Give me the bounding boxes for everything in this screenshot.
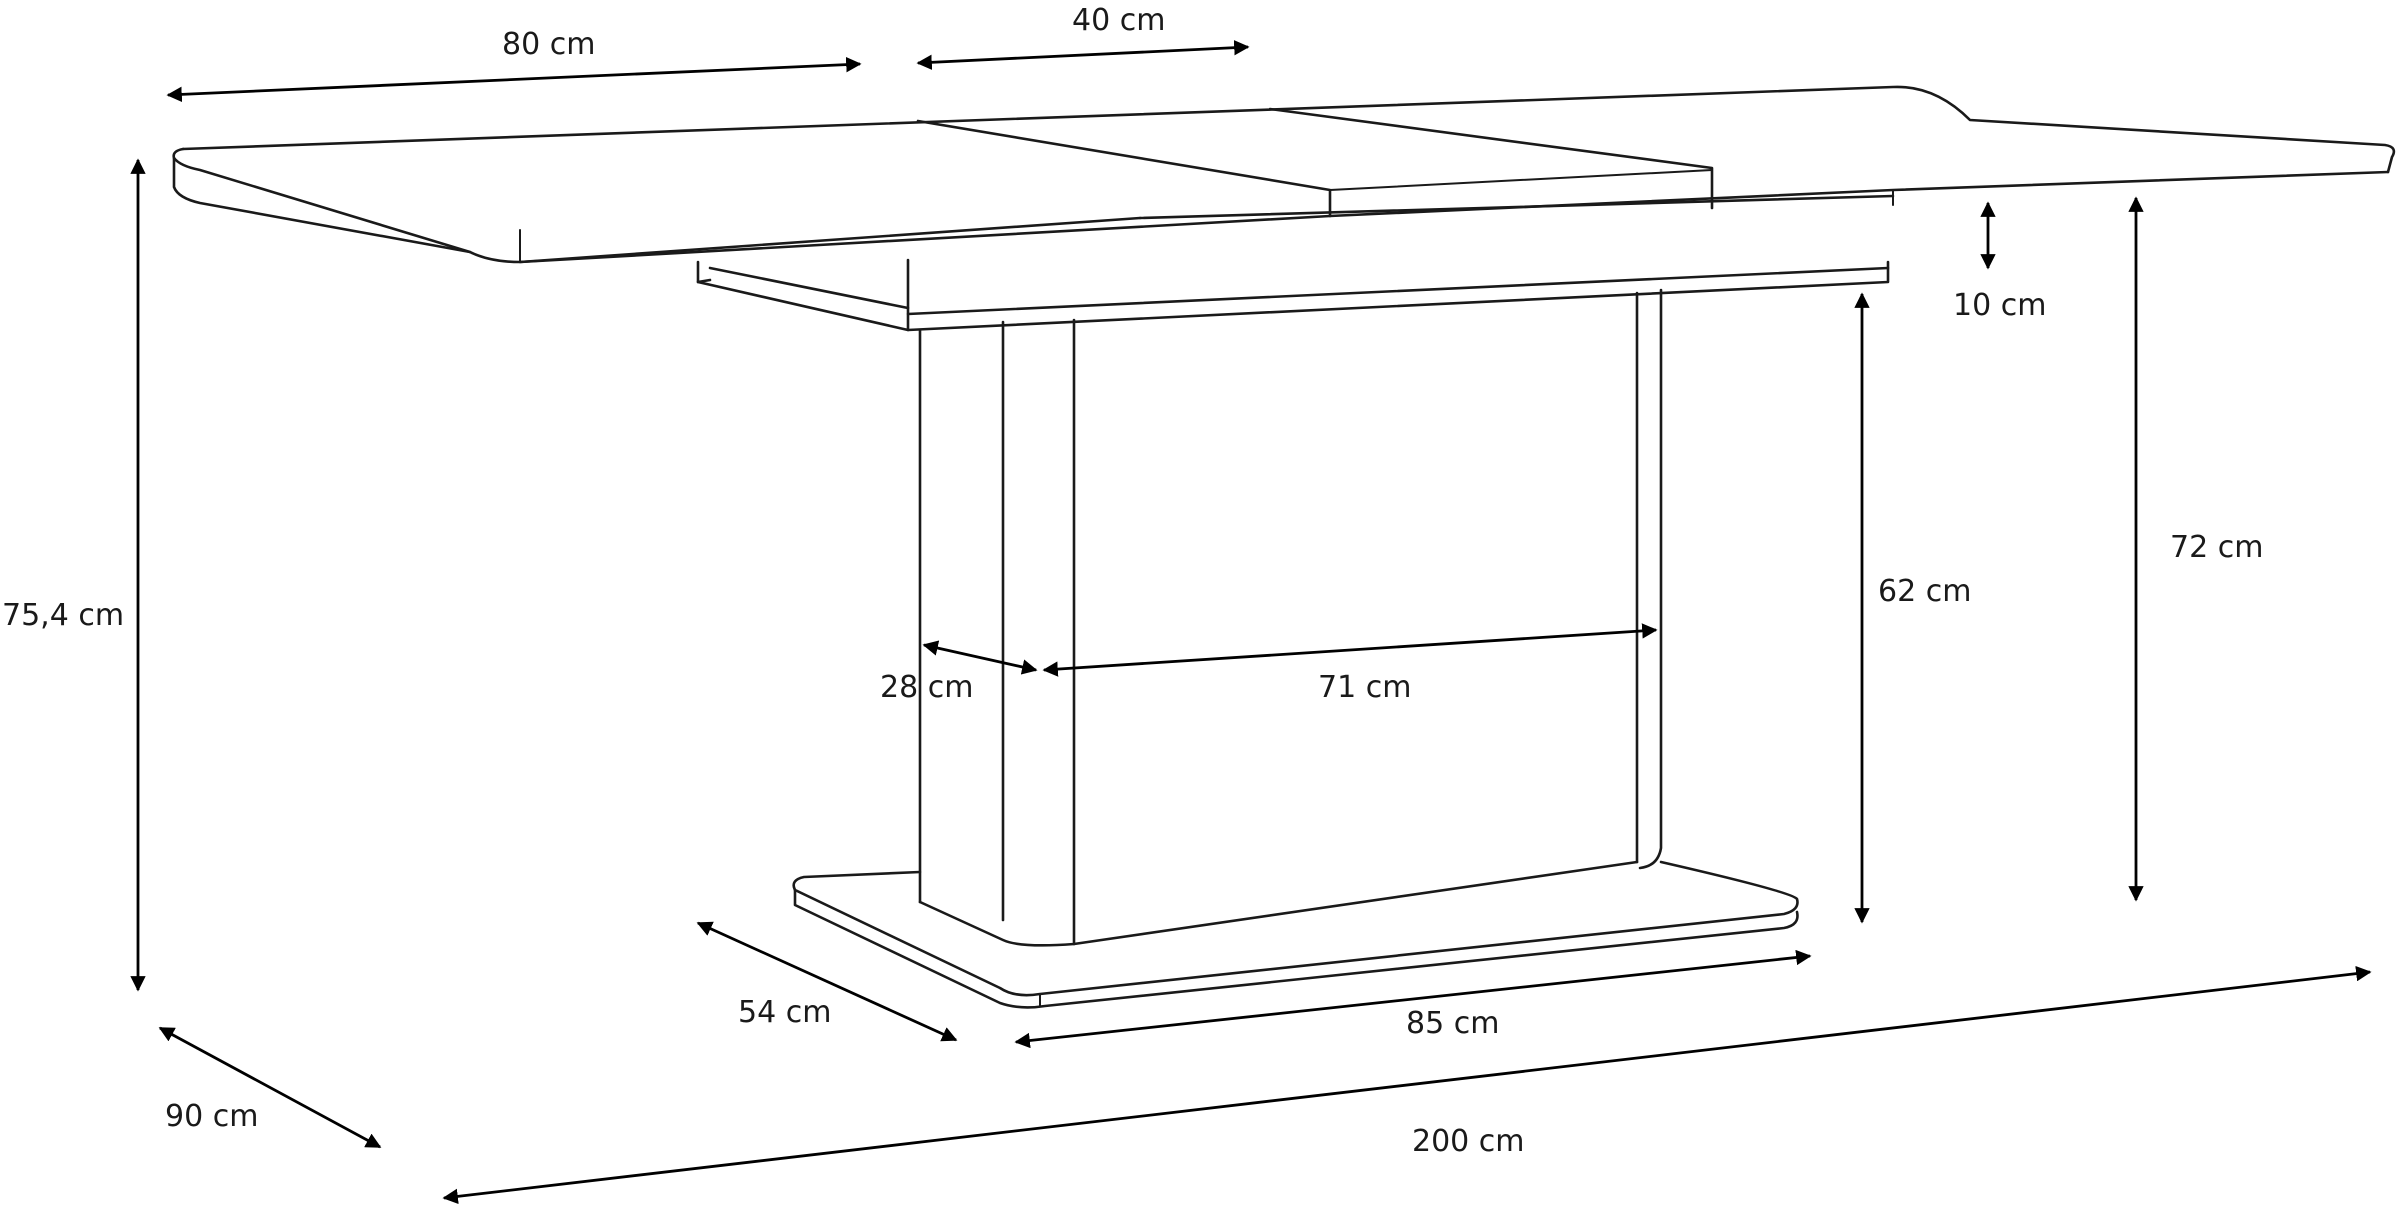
label-base-height: 62 cm — [1878, 574, 1971, 609]
label-column-depth: 28 cm — [880, 670, 973, 705]
dim-top-length-arrow — [166, 56, 862, 103]
table-top — [172, 85, 2396, 264]
label-length: 200 cm — [1412, 1124, 1525, 1159]
dim-length-arrow — [442, 965, 2372, 1205]
label-top-thickness: 10 cm — [1953, 288, 2046, 323]
label-extension: 40 cm — [1072, 3, 1165, 38]
label-overall-height: 75,4 cm — [2, 598, 124, 633]
label-column-width: 71 cm — [1318, 670, 1411, 705]
dimension-lines — [130, 39, 2372, 1205]
dim-extension-arrow — [916, 39, 1250, 71]
label-base-width: 85 cm — [1406, 1006, 1499, 1041]
label-depth: 90 cm — [165, 1099, 258, 1134]
label-base-depth: 54 cm — [738, 995, 831, 1030]
table-drawing — [172, 85, 2396, 1009]
label-top-length: 80 cm — [502, 27, 595, 62]
label-table-height: 72 cm — [2170, 530, 2263, 565]
dim-column-depth-arrow — [922, 640, 1038, 675]
pedestal-base — [792, 860, 1799, 1009]
dim-column-width-arrow — [1042, 623, 1658, 677]
dimension-labels: 80 cm 40 cm 10 cm 75,4 cm 62 cm 72 cm 28… — [2, 3, 2263, 1159]
pedestal-column — [918, 288, 1663, 947]
dim-depth-arrow — [158, 1026, 382, 1149]
table-apron — [696, 258, 1890, 332]
